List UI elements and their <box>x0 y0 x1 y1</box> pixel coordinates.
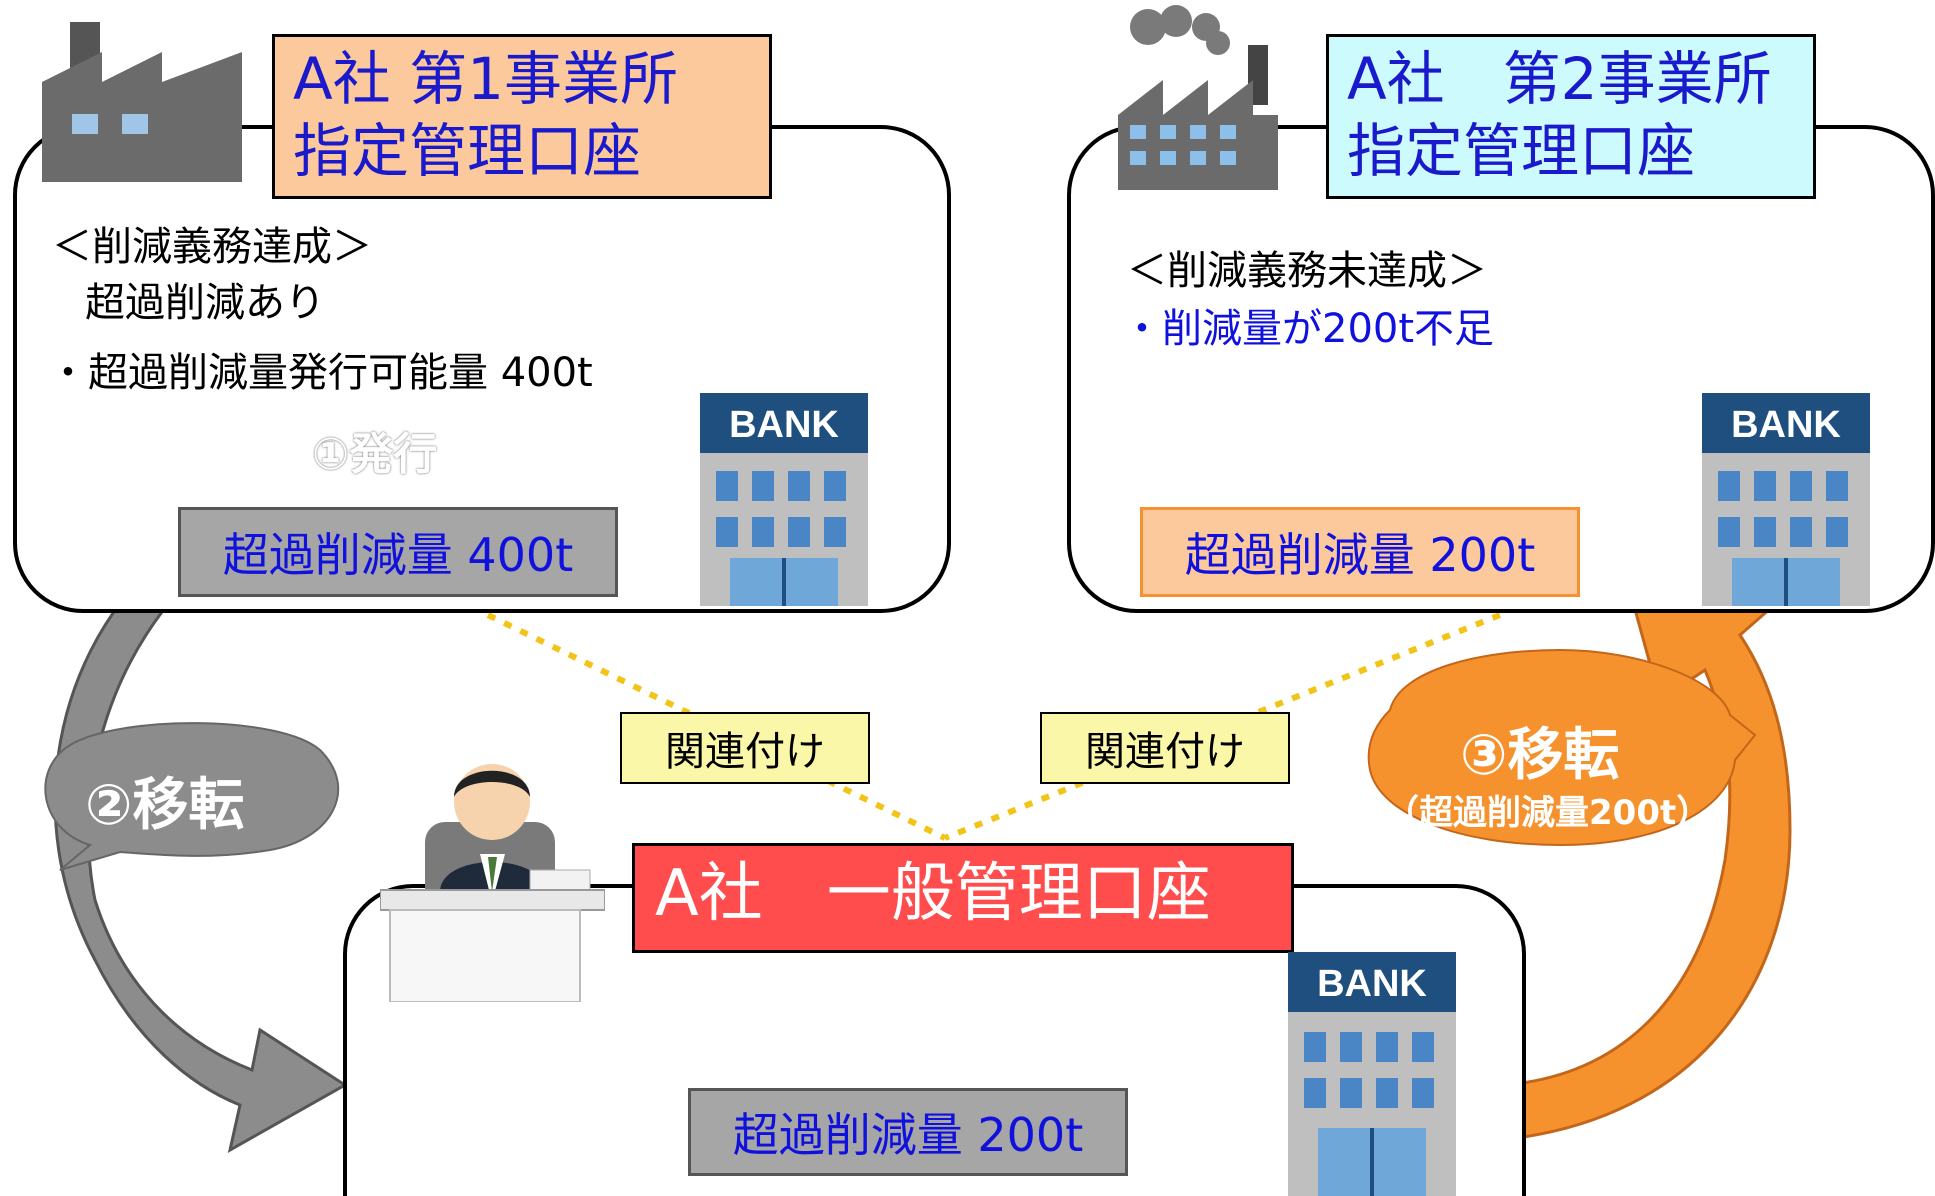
office2-title: A社 第2事業所 指定管理口座 <box>1326 34 1816 199</box>
office1-bullet: ・超過削減量発行可能量 400t <box>48 350 593 396</box>
office2-amount: 超過削減量 200t <box>1140 507 1580 597</box>
transfer3-sub: （超過削減量200t） <box>1385 793 1711 833</box>
transfer3-label: ③移転 <box>1460 723 1620 788</box>
office2-bullet: ・削減量が200t不足 <box>1122 306 1495 352</box>
office2-title-line1: A社 第2事業所 <box>1347 45 1772 113</box>
office1-title: A社 第1事業所 指定管理口座 <box>272 34 772 199</box>
bank-sign: BANK <box>1317 963 1427 1005</box>
office1-amount: 超過削減量 400t <box>178 507 618 597</box>
office1-title-line2: 指定管理口座 <box>293 117 642 185</box>
office1-status-sub: 超過削減あり <box>85 280 325 326</box>
issue-label: ①発行 <box>312 429 438 480</box>
factory-smoke-icon <box>1118 5 1318 190</box>
office2-status-heading: ＜削減義務未達成＞ <box>1127 248 1487 294</box>
bank-building-icon: BANK <box>1288 952 1456 1196</box>
bank-sign: BANK <box>1731 404 1841 446</box>
manager-at-desk-icon <box>380 742 605 1002</box>
general-title: A社 一般管理口座 <box>632 843 1294 953</box>
transfer2-bubble <box>44 722 340 871</box>
factory-icon <box>42 22 242 182</box>
bank-building-icon: BANK <box>1702 393 1870 606</box>
link-tag-left: 関連付け <box>620 712 870 784</box>
office1-title-line1: A社 第1事業所 <box>293 45 679 113</box>
transfer-arrow-orange <box>1498 552 1792 1142</box>
transfer2-label: ②移転 <box>85 773 245 838</box>
bank-building-icon: BANK <box>700 393 868 606</box>
office1-status-heading: ＜削減義務達成＞ <box>52 224 372 270</box>
general-amount: 超過削減量 200t <box>688 1088 1128 1176</box>
transfer3-bubble <box>1367 648 1757 847</box>
office2-title-line2: 指定管理口座 <box>1347 117 1696 185</box>
bank-sign: BANK <box>729 404 839 446</box>
link-tag-right: 関連付け <box>1040 712 1290 784</box>
